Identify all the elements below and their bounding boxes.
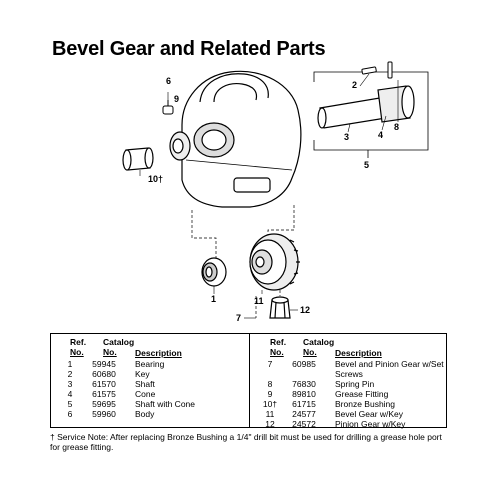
header-catalog-no: No. bbox=[303, 347, 317, 357]
callout-7: 7 bbox=[236, 313, 241, 323]
header-description: Description bbox=[335, 348, 382, 358]
callout-11: 11 bbox=[254, 296, 264, 306]
shaft-assembly-frame bbox=[313, 71, 429, 158]
grease-fitting bbox=[162, 100, 174, 115]
callout-8: 8 bbox=[394, 122, 399, 132]
header-catalog: Catalog bbox=[103, 337, 135, 347]
header-description: Description bbox=[135, 348, 182, 358]
page-title: Bevel Gear and Related Parts bbox=[52, 38, 326, 60]
body-housing bbox=[169, 70, 302, 208]
service-note: † Service Note: After replacing Bronze B… bbox=[50, 432, 442, 452]
header-ref: Ref. bbox=[270, 337, 287, 347]
callout-9: 9 bbox=[174, 94, 179, 104]
callout-5: 5 bbox=[364, 160, 369, 170]
callout-4: 4 bbox=[378, 130, 383, 140]
callout-2: 2 bbox=[352, 80, 357, 90]
table-divider bbox=[249, 334, 250, 427]
callout-6: 6 bbox=[166, 76, 171, 86]
callout-3: 3 bbox=[344, 132, 349, 142]
spring-pin bbox=[387, 61, 393, 79]
callout-12: 12 bbox=[300, 305, 310, 315]
callout-10: 10† bbox=[148, 174, 163, 184]
header-ref-no: No. bbox=[70, 347, 84, 357]
bevel-gear bbox=[249, 233, 300, 291]
bearing bbox=[201, 257, 227, 287]
header-ref: Ref. bbox=[70, 337, 87, 347]
pinion-gear bbox=[269, 296, 291, 319]
key bbox=[361, 66, 377, 75]
exploded-parts-diagram: 6 9 10† 2 3 4 8 5 1 11 12 7 bbox=[122, 61, 429, 323]
shaft-leaders bbox=[347, 73, 399, 133]
header-catalog-no: No. bbox=[103, 347, 117, 357]
bronze-bushing bbox=[122, 147, 154, 171]
header-ref-no: No. bbox=[270, 347, 284, 357]
header-catalog: Catalog bbox=[303, 337, 335, 347]
callout-1: 1 bbox=[211, 294, 216, 304]
shaft-with-cone bbox=[317, 85, 415, 129]
